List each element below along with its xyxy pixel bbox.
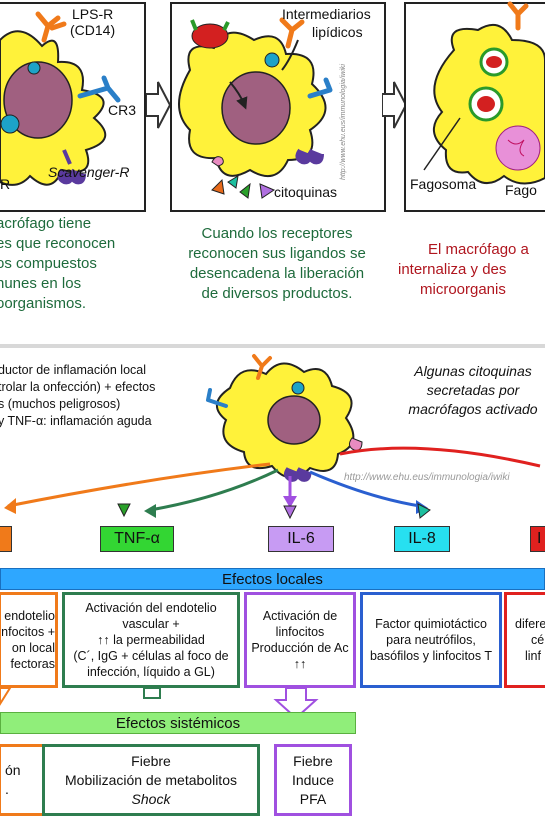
local-effects-bar: Efectos locales <box>0 568 545 590</box>
label-cd14: (CD14) <box>70 22 116 38</box>
cytokines-title: Algunas citoquinas secretadas por macróf… <box>408 363 538 417</box>
flow-arrow-1 <box>146 81 172 129</box>
bottom-url: http://www.ehu.eus/immunologia/iwiki <box>344 472 510 483</box>
bottom-section: ductor de inflamación local trolar la on… <box>0 348 545 820</box>
chip-tnf-alpha: TNF-α <box>100 526 174 552</box>
top-panels: LPS-R (CD14) CR3 Scavenger-R R Intermedi… <box>0 0 545 340</box>
systemic-effect-tnf: Fiebre Mobilización de metabolitos Shock <box>42 744 260 816</box>
label-lps-r: LPS-R <box>72 6 114 22</box>
label-lipidicos: lipídicos <box>312 24 363 40</box>
panel-3-macrophage <box>423 1 545 185</box>
systemic-arrows <box>0 687 319 720</box>
caption-panel-2: Cuando los receptores reconocen sus liga… <box>188 225 366 302</box>
label-fago: Fago <box>505 182 537 198</box>
caption-panel-3: El macrófago a internaliza y des microor… <box>398 241 529 298</box>
section-divider <box>0 344 545 348</box>
systemic-effects-bar: Efectos sistémicos <box>0 712 356 734</box>
label-cr3: CR3 <box>108 102 137 118</box>
caption-panel-1: acrófago tiene es que reconocen os compu… <box>0 215 116 312</box>
local-effect-il6: Activación de linfocitos Producción de A… <box>244 592 356 688</box>
label-citoquinas: citoquinas <box>274 184 338 200</box>
chip-right-partial: I <box>530 526 545 552</box>
label-intermediarios: Intermediarios <box>282 6 371 22</box>
label-r: R <box>0 176 11 192</box>
chip-orange-partial <box>0 526 12 552</box>
local-effect-il8: Factor quimiotáctico para neutrófilos, b… <box>360 592 502 688</box>
panel-1-macrophage <box>0 11 121 186</box>
local-effect-tnf: Activación del endotelio vascular + ↑↑ l… <box>62 592 240 688</box>
panel-2-url: http://www.ehu.eus/immunologia/iwiki <box>340 64 347 180</box>
chip-il-6: IL-6 <box>268 526 334 552</box>
flow-arrow-2 <box>382 81 408 129</box>
cytokine-release-diagram <box>4 354 541 520</box>
panel-2-macrophage <box>178 17 333 199</box>
local-effect-1: endotelio nfocitos + on local fectoras <box>0 592 58 688</box>
chip-il-8: IL-8 <box>394 526 450 552</box>
systemic-effect-il6: Fiebre Induce PFA <box>274 744 352 816</box>
left-description: ductor de inflamación local trolar la on… <box>0 363 156 428</box>
local-effect-right-partial: difere cél linf <box>504 592 545 688</box>
label-scavenger: Scavenger-R <box>48 164 130 180</box>
label-fagosoma: Fagosoma <box>410 176 477 192</box>
